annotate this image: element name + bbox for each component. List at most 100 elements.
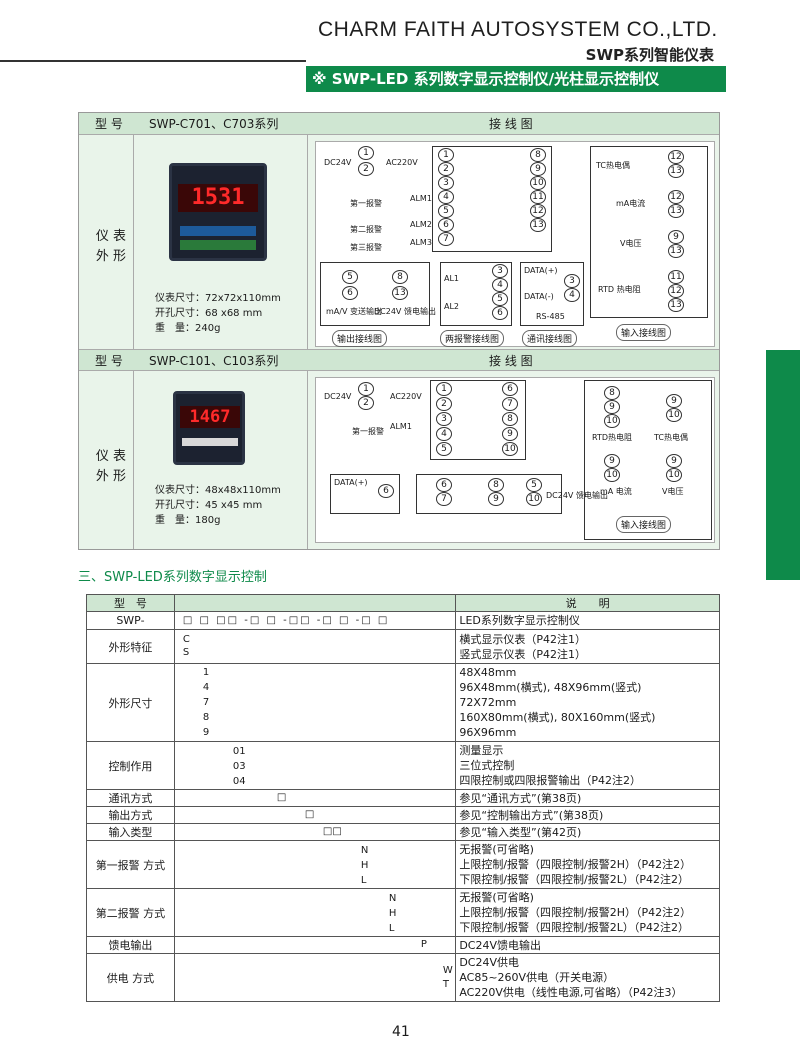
side-tab [766,350,800,580]
row-code: 01 03 04 [173,741,457,790]
desc-line: 参见“通讯方式”(第38页) [459,791,582,805]
model-label-2: 型 号 [95,354,123,368]
v-label: V电压 [620,239,642,248]
row-label: 馈电输出 [86,936,175,954]
row-desc: 无报警(可省略) 上限控制/报警（四限控制/报警2H）（P42注2） 下限控制/… [455,840,720,889]
desc-line: 上限控制/报警（四限控制/报警2H）（P42注2） [459,858,692,871]
desc-line: 参见“输入类型”(第42页) [459,825,582,839]
code: S [182,647,190,658]
dc24v-feed-label: DC24V 馈电输出 [546,491,608,500]
code: T [442,979,449,990]
specs-c101: 仪表尺寸：48x48x110mm 开孔尺寸：45 x45 mm 重 量：180g [155,483,281,528]
wiring-title: 接 线 图 [489,117,533,131]
code: N [388,893,397,904]
model-spec-table: 型 号 说 明 SWP- □ □ □□ -□ □ -□□ -□ □ -□ □ L… [86,594,720,1002]
row-desc: LED系列数字显示控制仪 [455,611,720,630]
code: 4 [202,682,210,693]
table-row: 控制作用 01 03 04 测量显示 三位式控制 四限控制或四限报警输出（P42… [86,741,720,790]
table-header-row: 型 号 说 明 [86,594,720,612]
code: 9 [202,727,210,738]
desc-line: AC85~260V供电（开关电源） [459,971,615,984]
header-rule [0,60,306,62]
code: H [388,908,397,919]
dc24v-label-c101: DC24V [324,392,352,401]
ma-label: mA电流 [616,199,646,208]
row-code: W T [173,953,457,1002]
desc-line: DC24V馈电输出 [459,938,542,952]
section-banner: ※ SWP-LED 系列数字显示控制仪/光柱显示控制仪 [306,66,726,92]
page-number: 41 [392,1024,410,1040]
code: □ [276,792,287,803]
code: 8 [202,712,210,723]
table-row: 输入类型 □□ 参见“输入类型”(第42页) [86,823,720,841]
alarm1-label: 第一报警 [350,199,382,208]
panel1-body: 仪 表 外 形 1531 仪表尺寸：72x72x110mm 开孔尺寸：68 x6… [79,135,719,349]
ac220v-label: AC220V [386,158,418,167]
desc-line: 测量显示 [459,744,504,757]
table-row: 通讯方式 □ 参见“通讯方式”(第38页) [86,789,720,807]
desc-line: 下限控制/报警（四限控制/报警2L）（P42注2） [459,921,689,934]
header-desc: 说 明 [455,594,720,612]
table-row: 供电 方式 W T DC24V供电 AC85~260V供电（开关电源） AC22… [86,953,720,1002]
desc-line: 下限控制/报警（四限控制/报警2L）（P42注2） [459,873,689,886]
wiring-diagram-c101: DC24V 1 2 AC220V 第一报警 ALM1 1 2 3 4 5 6 7… [315,377,715,543]
spec-size-c101: 仪表尺寸：48x48x110mm [155,485,281,496]
row-code: P [173,936,457,954]
alm3-label: ALM3 [410,238,432,247]
desc-line: 四限控制或四限报警输出（P42注2） [459,774,641,787]
row-label: 第二报警 方式 [86,888,175,937]
data-label-c101: DATA(+) [334,478,368,487]
spec-weight: 重 量：240g [155,323,221,334]
code: □□ [322,826,342,837]
data-minus-label: DATA(-) [524,292,554,301]
company-name: CHARM FAITH AUTOSYSTEM CO.,LTD. [318,18,718,41]
desc-line: 上限控制/报警（四限控制/报警2H）（P42注2） [459,906,692,919]
caption-output: 输出接线图 [332,330,388,347]
caption-input: 输入接线图 [616,324,672,341]
specs-c701: 仪表尺寸：72x72x110mm 开孔尺寸：68 x68 mm 重 量：240g [155,291,281,336]
dc24v-label: DC24V [324,158,352,167]
table-row: 输出方式 □ 参见“控制输出方式”(第38页) [86,806,720,824]
alm2-label: ALM2 [410,220,432,229]
wiring-diagram-c701: DC24V 1 2 AC220V 第一报警 ALM1 第二报警 ALM2 第三报… [315,141,715,347]
caption-alarm: 两报警接线图 [440,330,505,347]
row-label: 外形特征 [86,629,175,664]
appearance-label: 仪 表 外 形 [91,227,131,267]
appearance-label-c101-2: 外 形 [95,469,127,484]
v-label-c101: V电压 [662,487,684,496]
panel2-header: 型 号 SWP-C101、C103系列 接 线 图 [79,349,719,371]
desc-line: AC220V供电（线性电源,可省略）（P42注3） [459,986,683,999]
spec-weight-c101: 重 量：180g [155,515,221,526]
row-label: 通讯方式 [86,789,175,807]
desc-line: 96X96mm [459,726,517,739]
desc-line: 72X72mm [459,696,517,709]
desc-line: 参见“控制输出方式”(第38页) [459,808,604,822]
appearance-label-2: 外 形 [95,249,127,264]
table-row: 外形尺寸 1 4 7 8 9 48X48mm 96X48mm(横式), 48X9… [86,663,720,742]
tc-label: TC热电偶 [596,161,631,170]
row-desc: 无报警(可省略) 上限控制/报警（四限控制/报警2H）（P42注2） 下限控制/… [455,888,720,937]
rtd-label-c101: RTD热电阻 [592,433,633,442]
ma-label-c101: mA 电流 [600,487,632,496]
row-label-text: 供电 方式 [106,971,155,985]
alarm-label-c101: 第一报警 [352,427,384,436]
header-model: 型 号 [86,594,175,612]
led-display: 1531 [178,184,258,212]
code: 1 [202,667,210,678]
al1-label: AL1 [444,274,460,283]
desc-line: 竖式显示仪表（P42注1） [459,647,586,661]
code: L [360,875,367,886]
row-code: N H L [173,888,457,937]
alarm2-label: 第二报警 [350,225,382,234]
code: 01 [232,746,246,757]
caption-input-c101: 输入接线图 [616,516,672,533]
appearance-label-1: 仪 表 [95,229,127,244]
series-title: SWP系列智能仪表 [585,46,714,64]
code: N [360,845,369,856]
row-label: 外形尺寸 [86,663,175,742]
wiring-title-2: 接 线 图 [489,354,533,368]
desc-line: 无报警(可省略) [459,843,534,856]
header-code [173,594,457,612]
row-label: 输入类型 [86,823,175,841]
ac220v-label-c101: AC220V [390,392,422,401]
